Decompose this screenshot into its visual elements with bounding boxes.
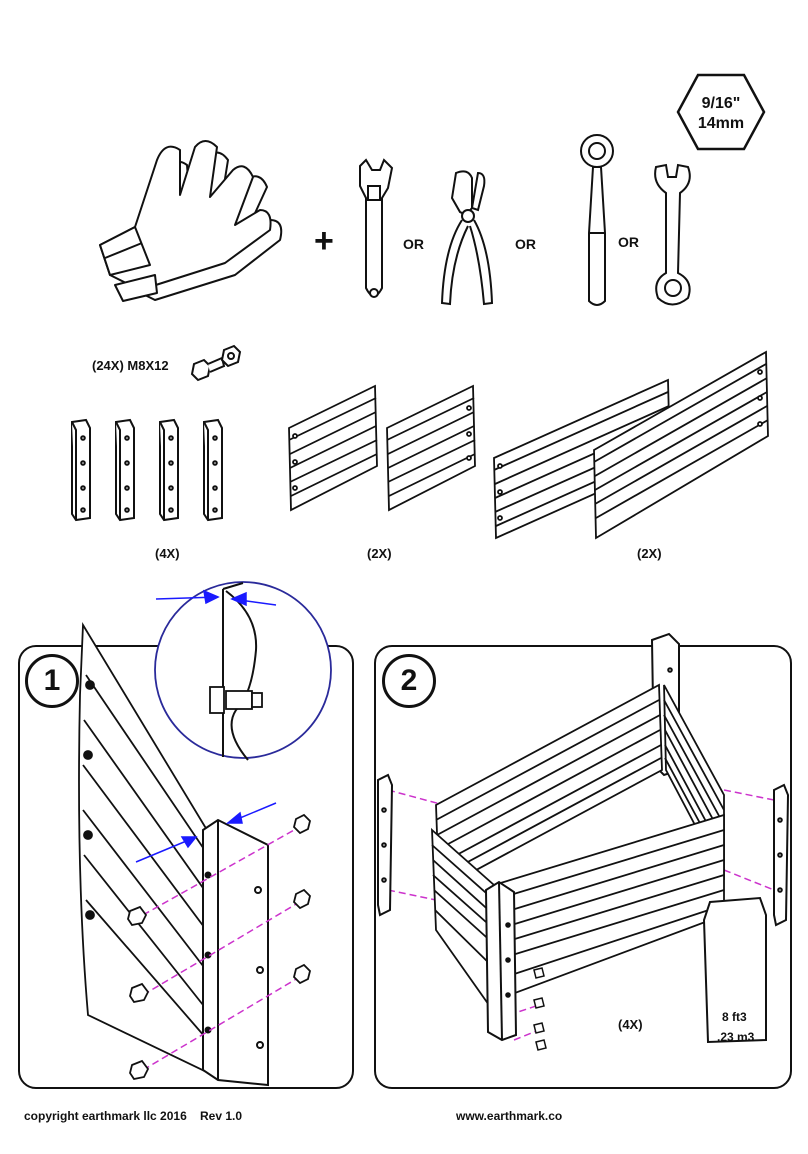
bolt-quantity-label: (24X) M8X12	[92, 358, 169, 373]
corner-posts-icon	[71, 418, 223, 522]
step-2-number: 2	[382, 654, 436, 708]
or-label-3: OR	[618, 234, 639, 250]
step-1-illustration	[78, 621, 311, 1087]
soil-volume-m: .23 m3	[717, 1030, 755, 1044]
step-2-illustration	[377, 632, 790, 1051]
detail-zoom-circle	[154, 581, 332, 761]
long-panels-icon	[493, 378, 671, 540]
corner-posts-qty: (4X)	[155, 546, 180, 561]
long-panels-icon-2	[593, 350, 769, 540]
combination-wrench-icon	[654, 163, 691, 306]
bolt-nut-icon	[190, 344, 242, 382]
short-panels-qty: (2X)	[367, 546, 392, 561]
long-panels-qty: (2X)	[637, 546, 662, 561]
step-2-qty: (4X)	[618, 1017, 643, 1032]
pliers-icon	[440, 170, 494, 306]
website-link[interactable]: www.earthmark.co	[456, 1109, 563, 1123]
wrench-size-badge	[676, 73, 766, 151]
corner-post	[71, 418, 91, 522]
step-1-number: 1	[25, 654, 79, 708]
adjustable-wrench-icon	[359, 158, 394, 298]
soil-volume-ft: 8 ft3	[722, 1010, 747, 1024]
gloves-icon	[99, 140, 283, 302]
wrench-size-inch: 9/16"	[701, 95, 741, 112]
wrench-size-mm: 14mm	[697, 115, 745, 132]
or-label-2: OR	[515, 236, 536, 252]
short-panels-icon	[288, 384, 378, 512]
copyright-text: copyright earthmark llc 2016	[24, 1109, 187, 1123]
revision-text: Rev 1.0	[200, 1109, 243, 1123]
short-panels-icon-2	[386, 384, 476, 512]
plus-sign: +	[314, 222, 334, 260]
or-label-1: OR	[403, 236, 424, 252]
wrench-size-text: 9/16" 14mm	[676, 94, 766, 134]
ratchet-icon	[580, 134, 614, 306]
